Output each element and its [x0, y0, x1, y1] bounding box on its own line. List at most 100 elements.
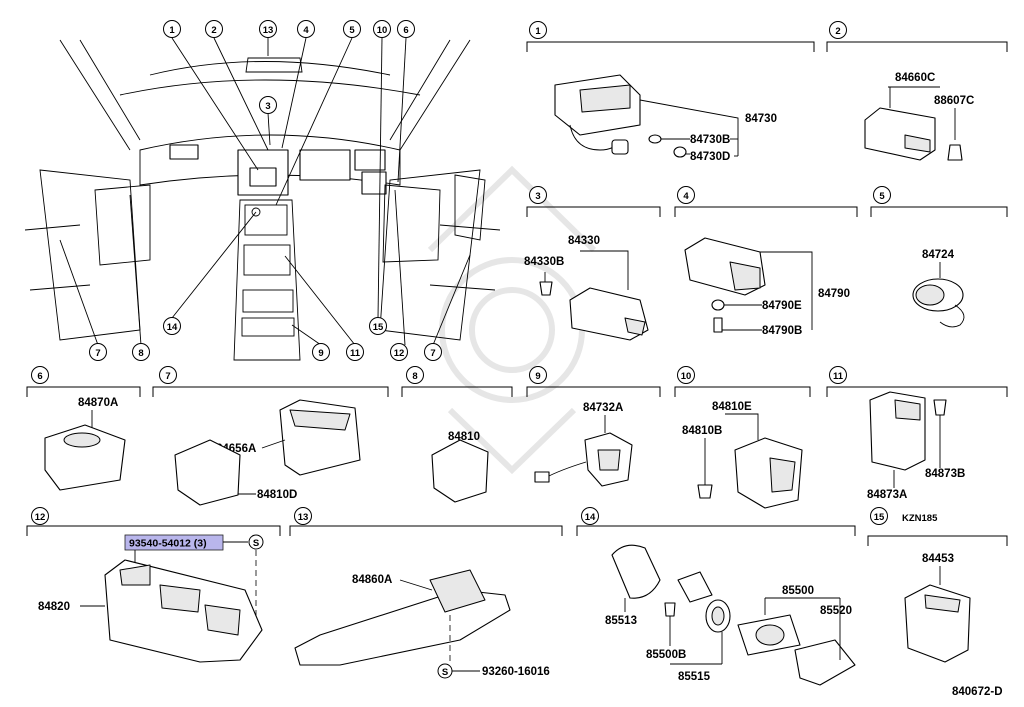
- svg-text:7: 7: [165, 371, 170, 382]
- svg-text:2: 2: [835, 26, 840, 37]
- svg-text:6: 6: [403, 25, 408, 36]
- callout-3[interactable]: 3: [259, 96, 277, 114]
- callout-14[interactable]: 14: [163, 317, 181, 335]
- svg-text:S: S: [253, 538, 259, 549]
- svg-text:14: 14: [167, 322, 178, 333]
- svg-text:93540-54012 (3): 93540-54012 (3): [129, 538, 207, 550]
- section-4: 4 84790E 84790 84790B: [674, 186, 858, 337]
- svg-text:11: 11: [833, 371, 844, 382]
- svg-text:2: 2: [211, 25, 216, 36]
- svg-text:14: 14: [585, 512, 596, 523]
- highlighted-part-93540[interactable]: [124, 534, 224, 551]
- section-8: 8 84810: [401, 366, 513, 503]
- svg-text:88607C: 88607C: [934, 95, 974, 107]
- svg-text:84790E: 84790E: [762, 300, 802, 312]
- svg-text:84330: 84330: [568, 235, 600, 247]
- svg-text:6: 6: [37, 371, 42, 382]
- section-3: 3 84330 84330B: [524, 186, 661, 341]
- svg-text:8: 8: [138, 348, 143, 359]
- svg-text:12: 12: [35, 512, 46, 523]
- section-15: 15 KZN185 84453: [867, 507, 1008, 663]
- svg-text:84730D: 84730D: [690, 151, 730, 163]
- svg-text:S: S: [442, 667, 448, 678]
- svg-text:85520: 85520: [820, 605, 852, 617]
- callout-7-left[interactable]: 7: [89, 343, 107, 361]
- svg-text:84660C: 84660C: [895, 72, 935, 84]
- callout-5[interactable]: 5: [343, 20, 361, 38]
- svg-text:84732A: 84732A: [583, 402, 623, 414]
- svg-text:84790: 84790: [818, 288, 850, 300]
- callout-6[interactable]: 6: [397, 20, 415, 38]
- svg-text:84453: 84453: [922, 553, 954, 565]
- svg-text:10: 10: [681, 371, 692, 382]
- callout-8[interactable]: 8: [132, 343, 150, 361]
- section-11: 11 84873B 84873A: [826, 366, 1008, 501]
- callout-2[interactable]: 2: [205, 20, 223, 38]
- section-9: 9 84732A: [526, 366, 661, 487]
- svg-text:84724: 84724: [922, 249, 955, 261]
- svg-text:11: 11: [350, 348, 361, 359]
- svg-text:84873A: 84873A: [867, 489, 907, 501]
- callout-4[interactable]: 4: [297, 20, 315, 38]
- svg-text:10: 10: [377, 25, 388, 36]
- svg-text:1: 1: [535, 26, 541, 37]
- section-14: 14 85513 85500B 85515 85500 85520: [576, 507, 856, 686]
- callout-7-right[interactable]: 7: [424, 343, 442, 361]
- svg-text:3: 3: [535, 191, 540, 202]
- callout-12[interactable]: 12: [390, 343, 408, 361]
- svg-text:84730: 84730: [745, 113, 777, 125]
- svg-text:5: 5: [349, 25, 355, 36]
- svg-text:KZN185: KZN185: [902, 513, 938, 524]
- svg-text:13: 13: [263, 25, 274, 36]
- svg-text:85515: 85515: [678, 671, 711, 683]
- callout-10[interactable]: 10: [373, 20, 391, 38]
- overview-callouts: 1 2 13 4 5 10 6 3 14 15 7 8 9 11 12 7: [89, 20, 442, 361]
- svg-text:84860A: 84860A: [352, 574, 392, 586]
- svg-text:15: 15: [373, 322, 384, 333]
- section-10: 10 84810E 84810B: [674, 366, 811, 509]
- section-7: 7 84656A 84810D: [152, 366, 389, 506]
- svg-text:85513: 85513: [605, 615, 637, 627]
- interior-overview: [24, 37, 501, 361]
- svg-text:84873B: 84873B: [925, 468, 965, 480]
- callout-15[interactable]: 15: [369, 317, 387, 335]
- section-12: 12 93540-54012 (3) S 84820: [26, 507, 281, 663]
- section-5: 5 84724: [870, 186, 1008, 328]
- section-2: 2 84660C 88607C: [826, 21, 1008, 161]
- svg-text:84330B: 84330B: [524, 256, 564, 268]
- svg-text:4: 4: [303, 25, 309, 36]
- svg-text:4: 4: [683, 191, 689, 202]
- svg-text:8: 8: [412, 371, 417, 382]
- section-13: 13 84860A S 93260-16016: [289, 507, 563, 679]
- svg-text:7: 7: [95, 348, 100, 359]
- svg-text:84730B: 84730B: [690, 134, 730, 146]
- svg-text:85500B: 85500B: [646, 649, 686, 661]
- callout-13[interactable]: 13: [259, 20, 277, 38]
- svg-text:15: 15: [874, 512, 885, 523]
- svg-text:1: 1: [169, 25, 175, 36]
- svg-text:84810D: 84810D: [257, 489, 297, 501]
- svg-text:3: 3: [265, 101, 270, 112]
- svg-text:9: 9: [318, 348, 323, 359]
- svg-text:9: 9: [535, 371, 540, 382]
- svg-text:84810: 84810: [448, 431, 480, 443]
- svg-text:84820: 84820: [38, 601, 70, 613]
- svg-text:84810B: 84810B: [682, 425, 722, 437]
- svg-text:84790B: 84790B: [762, 325, 802, 337]
- svg-text:93260-16016: 93260-16016: [482, 666, 550, 678]
- svg-text:13: 13: [298, 512, 309, 523]
- callout-9[interactable]: 9: [312, 343, 330, 361]
- section-1: 1 84730 84730B 84730D: [526, 21, 815, 163]
- callout-11[interactable]: 11: [346, 343, 364, 361]
- svg-text:5: 5: [879, 191, 885, 202]
- svg-text:84870A: 84870A: [78, 397, 118, 409]
- svg-text:85500: 85500: [782, 585, 814, 597]
- svg-text:7: 7: [430, 348, 435, 359]
- callout-1[interactable]: 1: [163, 20, 181, 38]
- diagram-id: 840672-D: [952, 686, 1003, 698]
- section-6: 6 84870A: [26, 366, 141, 491]
- svg-text:12: 12: [394, 348, 405, 359]
- svg-text:84810E: 84810E: [712, 401, 752, 413]
